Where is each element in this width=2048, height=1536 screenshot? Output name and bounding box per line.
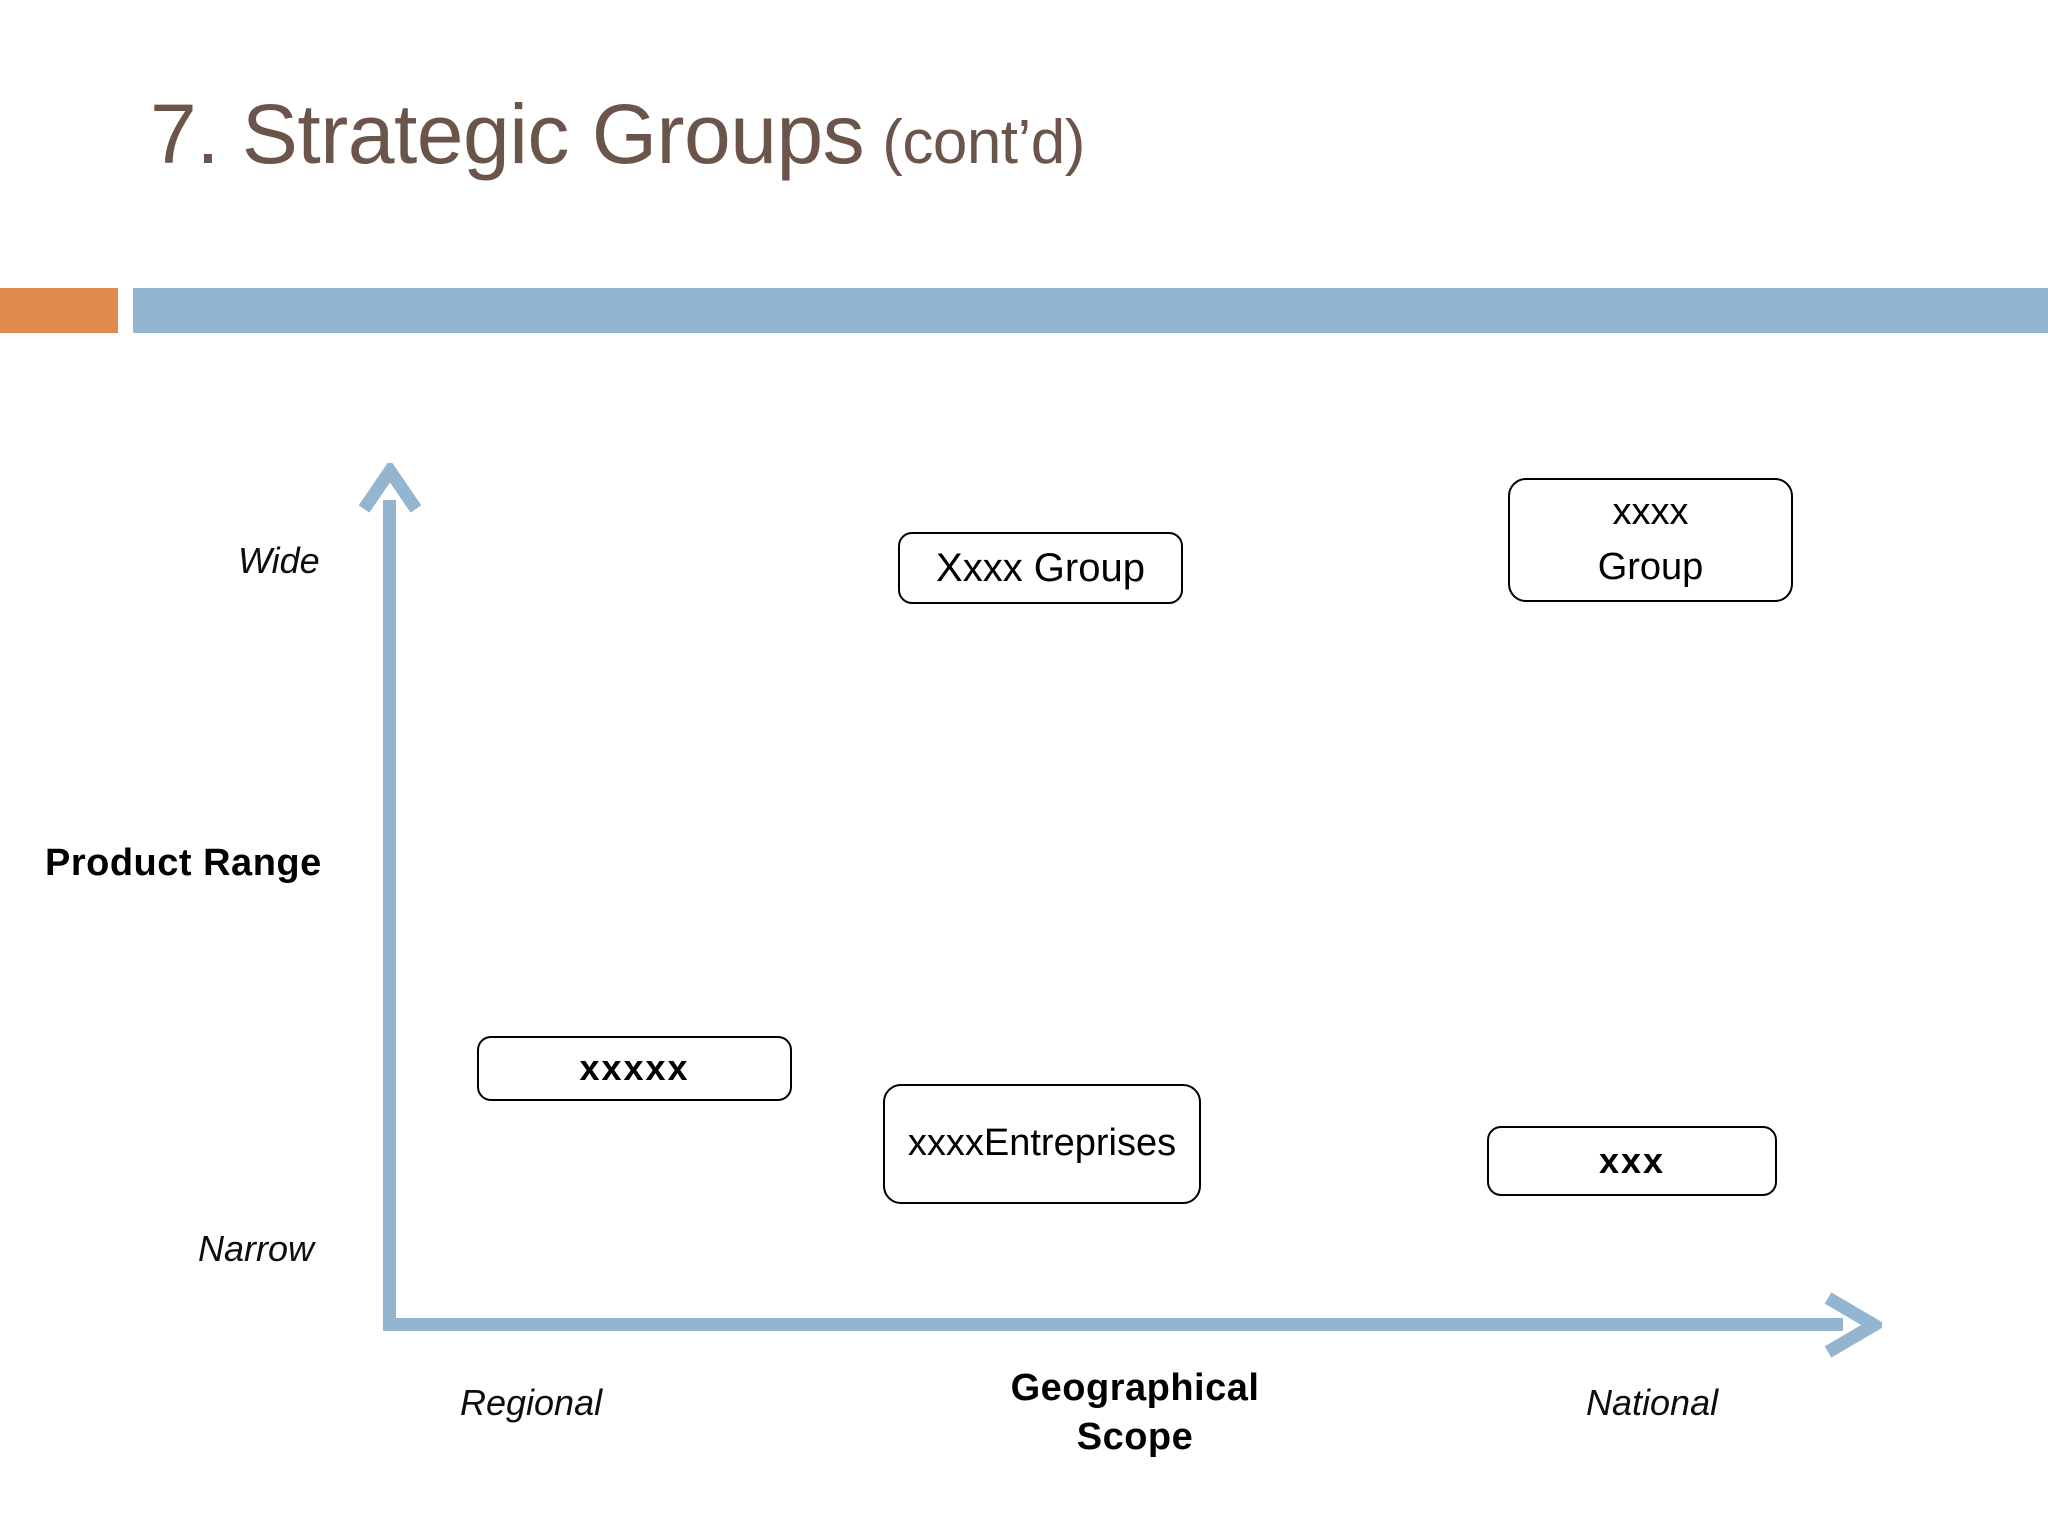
y-axis-arrow-icon	[358, 459, 422, 519]
group-box-mid-wide[interactable]: Xxxx Group	[898, 532, 1183, 604]
x-axis-arrow-icon	[1820, 1292, 1887, 1358]
y-axis-label-wide: Wide	[238, 540, 320, 581]
group-box-mid-narrow[interactable]: xxxxEntreprises	[883, 1084, 1201, 1204]
accent-bar-blue	[133, 288, 2048, 333]
page-title-suffix: (cont’d)	[882, 108, 1085, 177]
page-title-main: 7. Strategic Groups	[150, 87, 865, 181]
group-box-left-narrow[interactable]: xxxxx	[477, 1036, 792, 1101]
accent-bar-orange	[0, 288, 118, 333]
x-axis-line	[383, 1318, 1843, 1331]
group-box-right-narrow[interactable]: xxx	[1487, 1126, 1777, 1196]
y-axis-label-narrow: Narrow	[198, 1228, 315, 1269]
page-title: 7. Strategic Groups(cont’d)	[150, 92, 1085, 176]
x-axis-label-national: National	[1586, 1382, 1719, 1423]
x-axis-title: Geographical Scope	[1010, 1367, 1260, 1458]
y-axis-line	[383, 500, 396, 1330]
x-axis-label-regional: Regional	[460, 1382, 603, 1423]
y-axis-title: Product Range	[45, 842, 322, 884]
